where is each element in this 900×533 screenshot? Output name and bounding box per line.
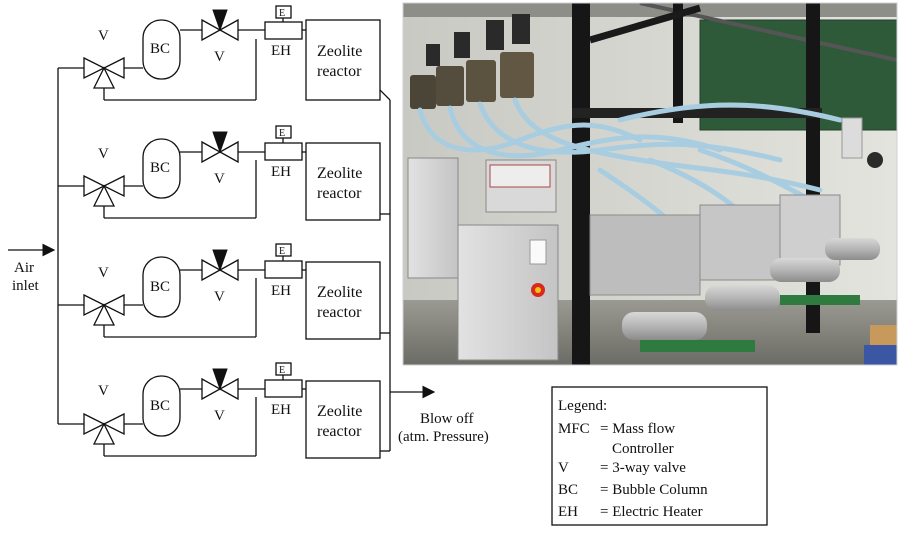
bubble-column-icon (142, 375, 181, 437)
three-way-valve-icon (83, 412, 125, 445)
legend-key: V (558, 460, 569, 476)
zeolite-reactor: Zeolite reactor (305, 142, 381, 221)
outlet-label-line1: Blow off (420, 411, 473, 427)
legend-value: Controller (612, 441, 674, 457)
heater-symbol: E (279, 365, 285, 376)
photo-frame (402, 2, 898, 366)
legend-value: = 3-way valve (600, 460, 686, 476)
bubble-column-icon (142, 138, 181, 199)
bubble-column-icon (142, 256, 181, 318)
zeolite-reactor-icon (589, 194, 841, 296)
bubble-column-label: BC (150, 279, 170, 295)
valve-2-label: V (214, 289, 225, 305)
inlet-label-line2: inlet (12, 278, 39, 294)
heater-symbol: E (279, 8, 285, 19)
mass-flow-controller-icon (410, 14, 534, 109)
legend-value: = Bubble Column (600, 482, 708, 498)
heater-symbol: E (279, 128, 285, 139)
reactor-label-line2: reactor (317, 423, 362, 440)
heater-label: EH (271, 43, 291, 59)
electric-heater-icon: E (264, 362, 303, 398)
bubble-column-label: BC (150, 160, 170, 176)
legend-title: Legend: (558, 398, 607, 414)
branch-4: V BC V E EH Zeolite reactor (58, 362, 390, 459)
heater-label: EH (271, 164, 291, 180)
legend-value: = Mass flow (600, 421, 675, 437)
branch-1: V BC V E EH Zeolite reactor (58, 5, 391, 101)
bubble-column-label: BC (150, 41, 170, 57)
branch-3: V BC V E EH Zeolite reactor (58, 243, 390, 340)
electric-heater-icon: E (264, 5, 303, 40)
legend-key: EH (558, 504, 578, 520)
valve-1-label: V (98, 28, 109, 44)
three-way-valve-icon (83, 174, 125, 207)
valve-2-label: V (214, 408, 225, 424)
reactor-label-line2: reactor (317, 304, 362, 321)
control-cabinet-icon (407, 157, 559, 361)
two-way-valve-icon (201, 249, 239, 282)
legend-value: = Electric Heater (600, 504, 703, 520)
three-way-valve-icon (83, 56, 125, 89)
blow-off-outlet: Blow off (atm. Pressure) (390, 385, 489, 445)
bubble-column-label: BC (150, 398, 170, 414)
outlet-label-line2: (atm. Pressure) (398, 429, 489, 445)
valve-2-label: V (214, 171, 225, 187)
two-way-valve-icon (201, 131, 239, 164)
reactor-label-line1: Zeolite (317, 284, 362, 301)
reactor-label-line1: Zeolite (317, 403, 362, 420)
lab-setup-photo (403, 3, 897, 365)
reactor-label-line2: reactor (317, 63, 362, 80)
two-way-valve-icon (201, 9, 239, 42)
heater-label: EH (271, 402, 291, 418)
legend-key: MFC (558, 421, 590, 437)
legend-key: BC (558, 482, 578, 498)
heater-symbol: E (279, 246, 285, 257)
inlet-label-line1: Air (14, 260, 34, 276)
electric-heater-icon: E (264, 243, 303, 279)
valve-2-label: V (214, 49, 225, 65)
zeolite-reactor: Zeolite reactor (305, 380, 381, 459)
valve-1-label: V (98, 265, 109, 281)
legend: Legend: MFC = Mass flow Controller V = 3… (551, 386, 768, 526)
reactor-label-line1: Zeolite (317, 165, 362, 182)
legend-box (551, 386, 768, 526)
two-way-valve-icon (201, 368, 239, 401)
reactor-label-line1: Zeolite (317, 43, 362, 60)
air-inlet: Air inlet (8, 243, 56, 294)
heater-label: EH (271, 283, 291, 299)
bubble-column-icon (142, 19, 181, 80)
three-way-valve-icon (83, 293, 125, 326)
valve-1-label: V (98, 383, 109, 399)
electric-heater-icon: E (264, 125, 303, 161)
zeolite-reactor: Zeolite reactor (305, 261, 381, 340)
branch-2: V BC V E EH Zeolite reactor (58, 125, 390, 221)
valve-1-label: V (98, 146, 109, 162)
reactor-label-line2: reactor (317, 185, 362, 202)
zeolite-reactor: Zeolite reactor (305, 19, 381, 101)
